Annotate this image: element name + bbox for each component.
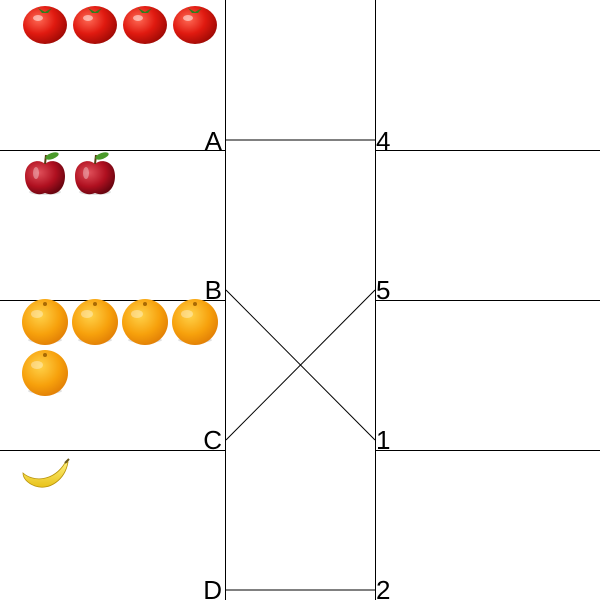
tomato-icon [123,6,167,44]
tomato-icon [173,6,217,44]
left-label-b: B [205,275,222,305]
right-labels: 4 5 1 2 [376,126,390,600]
left-labels: A B C D [203,126,222,600]
apple-icon [75,152,115,195]
orange-icon [172,299,218,345]
left-label-a: A [205,126,223,156]
orange-icon [72,299,118,345]
banana-icon [22,458,70,488]
fruit-groups [22,6,218,488]
fruit-group-tomato [23,6,217,44]
connection-lines [225,139,376,591]
right-label-4: 4 [376,126,390,156]
right-label-5: 5 [376,275,390,305]
right-label-1: 1 [376,425,390,455]
fruit-group-orange [22,299,218,396]
orange-icon [22,350,68,396]
apple-icon [25,152,65,195]
right-label-2: 2 [376,575,390,600]
orange-icon [22,299,68,345]
fruit-group-banana [22,458,70,488]
tomato-icon [23,6,67,44]
tomato-icon [73,6,117,44]
connection-c-to-5 [225,289,376,441]
orange-icon [122,299,168,345]
fruit-group-apple [25,152,115,195]
left-label-d: D [203,575,222,600]
left-label-c: C [203,425,222,455]
